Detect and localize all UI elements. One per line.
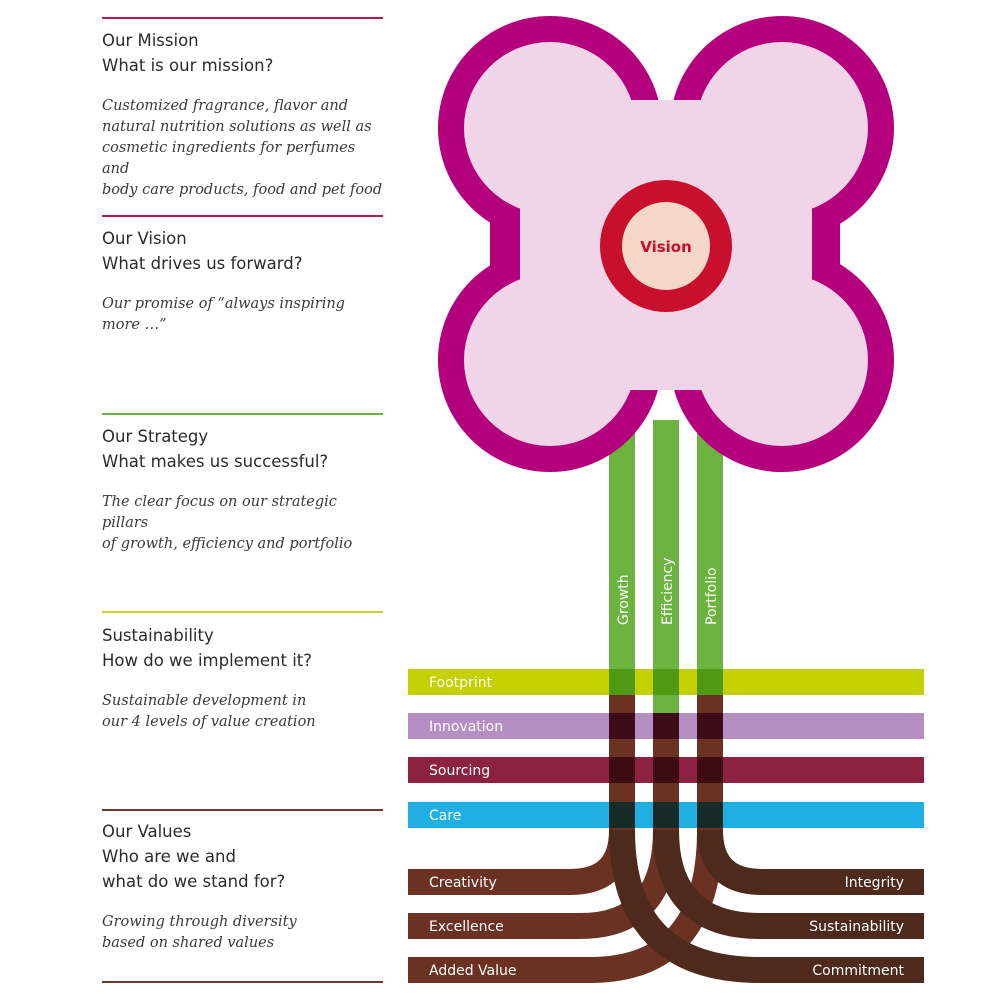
- strategy-question: What makes us successful?: [102, 452, 329, 471]
- value-label-creativity: Creativity: [429, 875, 497, 891]
- vision-rule: [102, 215, 383, 217]
- vision-question: What drives us forward?: [102, 254, 303, 273]
- vision-desc-line: more …”: [102, 317, 167, 333]
- overlap-footprint: [653, 669, 679, 695]
- overlap-care: [697, 802, 723, 828]
- values-desc-line: based on shared values: [102, 935, 275, 951]
- overlap-sourcing: [653, 757, 679, 783]
- strategy-rule: [102, 413, 383, 415]
- value-label-excellence: Excellence: [429, 919, 504, 935]
- value-label-integrity: Integrity: [845, 875, 904, 891]
- vision-label: Vision: [640, 238, 692, 256]
- mission-question: What is our mission?: [102, 56, 274, 75]
- values-description: Growing through diversity based on share…: [102, 912, 384, 954]
- root-efficiency-right: [653, 829, 924, 939]
- mission-desc-line: natural nutrition solutions as well as: [102, 119, 372, 135]
- overlap-care: [653, 802, 679, 828]
- strategy-desc-line: The clear focus on our strategic pillars: [102, 494, 337, 531]
- mission-description: Customized fragrance, flavor and natural…: [102, 96, 384, 201]
- mission-desc-line: cosmetic ingredients for perfumes and: [102, 140, 356, 177]
- overlap-care: [609, 802, 635, 828]
- value-label-sustainability: Sustainability: [809, 919, 904, 935]
- root-portfolio-right: [697, 829, 924, 895]
- sustainability-title: Sustainability: [102, 626, 214, 645]
- sustainability-description: Sustainable development in our 4 levels …: [102, 691, 384, 733]
- overlap-footprint: [697, 669, 723, 695]
- mission-section: Our Mission What is our mission? Customi…: [102, 28, 384, 201]
- vision-desc-line: Our promise of “always inspiring: [102, 296, 345, 312]
- mission-title: Our Mission: [102, 31, 199, 50]
- values-question-line: what do we stand for?: [102, 872, 286, 891]
- vision-core: [622, 202, 710, 290]
- level-label-innovation: Innovation: [429, 719, 503, 735]
- strategy-title: Our Strategy: [102, 427, 209, 446]
- pillar-portfolio: [697, 420, 723, 695]
- overlap-innovation: [653, 713, 679, 739]
- flower: Vision: [438, 16, 894, 472]
- value-label-added-value: Added Value: [429, 963, 517, 979]
- root-growth-right: [609, 829, 924, 983]
- level-label-care: Care: [429, 808, 461, 824]
- vision-section: Our Vision What drives us forward? Our p…: [102, 226, 384, 336]
- bottom-rule: [102, 981, 383, 983]
- sustainability-section: Sustainability How do we implement it? S…: [102, 623, 384, 733]
- values-title: Our Values: [102, 822, 192, 841]
- overlap-innovation: [697, 713, 723, 739]
- mission-desc-line: Customized fragrance, flavor and: [102, 98, 349, 114]
- pillars: [609, 420, 723, 830]
- pillar-label-growth: Growth: [616, 574, 632, 625]
- values-desc-line: Growing through diversity: [102, 914, 297, 930]
- level-label-footprint: Footprint: [429, 675, 493, 691]
- pillar-efficiency: [653, 420, 679, 715]
- vision-title: Our Vision: [102, 229, 187, 248]
- pillar-label-efficiency: Efficiency: [660, 558, 676, 625]
- strategy-description: The clear focus on our strategic pillars…: [102, 492, 384, 555]
- strategy-desc-line: of growth, efficiency and portfolio: [102, 536, 353, 552]
- overlap-sourcing: [697, 757, 723, 783]
- pillar-label-portfolio: Portfolio: [704, 567, 720, 625]
- mission-desc-line: body care products, food and pet food: [102, 182, 383, 198]
- mission-rule: [102, 17, 383, 19]
- overlap-footprint: [609, 669, 635, 695]
- values-rule: [102, 809, 383, 811]
- pillar-growth: [609, 420, 635, 695]
- value-label-commitment: Commitment: [812, 963, 904, 979]
- values-section: Our Values Who are we and what do we sta…: [102, 819, 384, 954]
- sustainability-question: How do we implement it?: [102, 651, 313, 670]
- strategy-section: Our Strategy What makes us successful? T…: [102, 424, 384, 555]
- overlap-sourcing: [609, 757, 635, 783]
- roots: [408, 690, 924, 983]
- level-label-sourcing: Sourcing: [429, 763, 490, 779]
- values-question-line: Who are we and: [102, 847, 236, 866]
- sustainability-rule: [102, 611, 383, 613]
- sustainability-desc-line: our 4 levels of value creation: [102, 714, 316, 730]
- sustainability-desc-line: Sustainable development in: [102, 693, 307, 709]
- overlap-innovation: [609, 713, 635, 739]
- vision-description: Our promise of “always inspiring more …”: [102, 294, 384, 336]
